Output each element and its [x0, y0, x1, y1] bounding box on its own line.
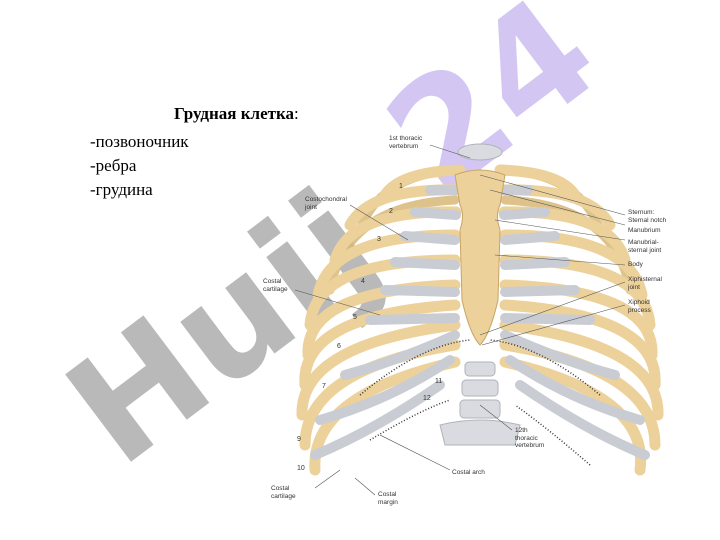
label-costal-margin: Costal margin	[378, 491, 398, 506]
rib-number-3: 3	[377, 236, 381, 243]
rib-number-11: 11	[435, 378, 443, 385]
bullet-ribs: -ребра	[90, 156, 137, 175]
label-costal-cartilage-lower: Costal cartilage	[271, 485, 296, 500]
slide-title: Грудная клетка:	[174, 104, 299, 124]
rib-cage-illustration	[294, 143, 664, 496]
bullet-list: -позвоночник -ребра -грудина	[90, 130, 189, 202]
label-xiphisternal-joint: Xiphisternal joint	[628, 276, 662, 291]
title-colon: :	[294, 104, 299, 123]
label-first-thoracic-vertebrum: 1st thoracic vertebrum	[389, 135, 423, 150]
rib-number-1: 1	[399, 183, 403, 190]
bullet-spine: -позвоночник	[90, 132, 189, 151]
label-costal-arch: Costal arch	[452, 469, 485, 476]
label-costal-cartilage-upper: Costal cartilage	[263, 278, 288, 293]
rib-number-9: 9	[297, 436, 301, 443]
rib-number-7: 7	[322, 383, 326, 390]
rib-number-10: 10	[297, 465, 305, 472]
rib-number-6: 6	[337, 343, 341, 350]
rib-number-5: 5	[353, 314, 357, 321]
label-sternum: Sternum:	[628, 209, 655, 216]
rib-number-4: 4	[361, 278, 365, 285]
rib-number-2: 2	[389, 208, 393, 215]
label-xiphoid-process: Xiphoid process	[628, 299, 651, 314]
sternum-shape	[454, 169, 506, 346]
label-costochondral-joint: Costochondral joint	[305, 196, 347, 211]
label-body: Body	[628, 261, 643, 268]
label-manubrial-sternal-joint: Manubrial- sternal joint	[628, 239, 662, 254]
label-manubrium: Manubrium	[628, 227, 661, 234]
label-sternal-notch: Sternal notch	[628, 217, 667, 224]
rib-number-12: 12	[423, 395, 431, 402]
bullet-sternum: -грудина	[90, 180, 153, 199]
title-text: Грудная клетка	[174, 104, 295, 123]
label-twelfth-thoracic-vertebrum: 12th thoracic vertebrum	[515, 427, 545, 449]
